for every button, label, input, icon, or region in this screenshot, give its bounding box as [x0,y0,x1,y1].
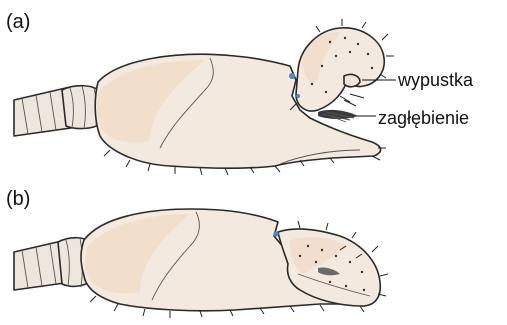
panel-b-diagram: (b) [6,188,388,318]
panel-a-protrusion [344,74,360,86]
panel-a-label: (a) [6,11,30,33]
panel-a-diagram: (a) wy [6,11,474,175]
panel-a-blue-mark [289,73,295,79]
panel-b-blue-mark [273,231,278,236]
panel-b-label: (b) [6,188,30,210]
depression-label: zagłębienie [378,108,469,128]
protrusion-label: wypustka [397,70,474,90]
